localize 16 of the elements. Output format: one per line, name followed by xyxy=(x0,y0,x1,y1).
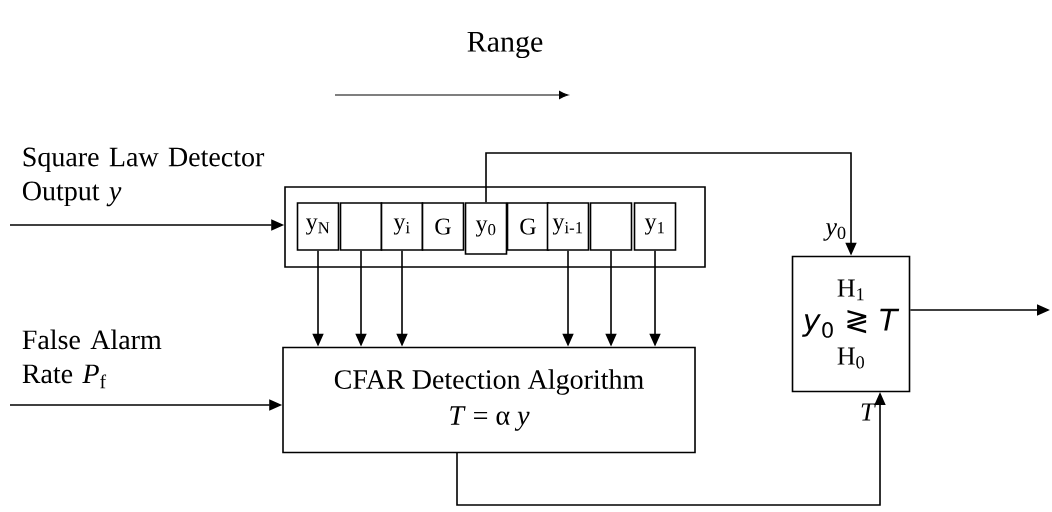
register-cell: y$_{i}$ xyxy=(380,202,424,251)
comparator-box: H$_{1}$ y$_{0}$ ≷ T H$_{0}$ xyxy=(791,255,911,393)
title: Range xyxy=(467,31,543,59)
register-cell xyxy=(339,202,383,251)
process-box: CFAR Detection Algorithm T = α y xyxy=(282,346,696,454)
register-cell: y$_{1}$ xyxy=(633,202,677,251)
register-cell: G xyxy=(506,202,550,251)
register-cell: G xyxy=(421,202,465,251)
register-cell: y$_{0}$ xyxy=(464,202,508,255)
edge-label: y$_{0}$ xyxy=(823,223,846,241)
register-cell xyxy=(589,202,633,251)
edge-label: Square Law Detector Output y xyxy=(22,147,265,207)
register-cell: y$_{N}$ xyxy=(296,202,340,251)
register-cell: y$_{i-1}$ xyxy=(546,202,590,251)
edge-label: T xyxy=(861,403,876,421)
edge-label: False Alarm Rate P$_{f}$ xyxy=(22,329,162,389)
